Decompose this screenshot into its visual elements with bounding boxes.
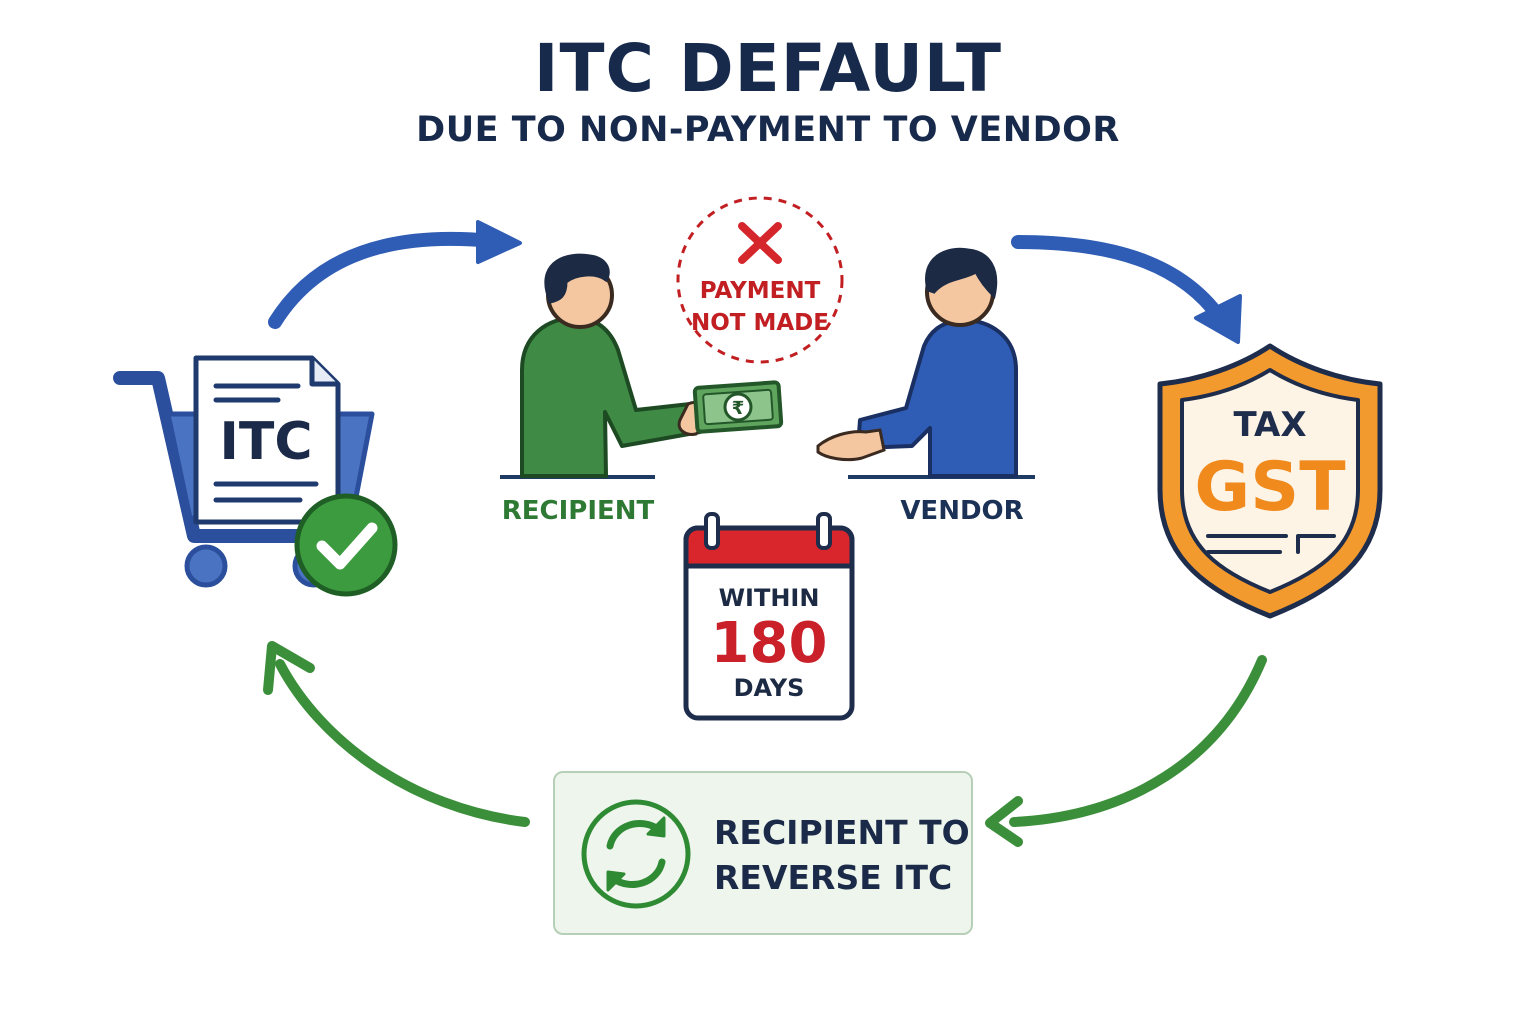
arrow-vendor-to-gst xyxy=(1011,235,1242,344)
recipient-label: RECIPIENT xyxy=(501,496,655,526)
itc-document-label: ITC xyxy=(219,412,313,472)
calendar-prefix: WITHIN xyxy=(718,584,820,612)
payment-status-line2: NOT MADE xyxy=(691,310,829,336)
calendar-number: 180 xyxy=(710,611,828,676)
calendar-icon xyxy=(683,512,855,721)
check-circle-icon xyxy=(294,493,398,597)
vendor-label: VENDOR xyxy=(900,496,1024,526)
arrow-outcome-to-cart xyxy=(263,641,530,827)
shield-tax-label: TAX xyxy=(1233,405,1307,445)
document-icon xyxy=(193,355,341,525)
page-subtitle: DUE TO NON-PAYMENT TO VENDOR xyxy=(416,110,1120,150)
outcome-line2: REVERSE ITC xyxy=(714,858,953,897)
refresh-cycle-icon xyxy=(581,799,691,909)
calendar-unit: DAYS xyxy=(733,674,805,702)
payment-status-badge xyxy=(676,196,844,364)
arrow-gst-to-outcome xyxy=(985,655,1267,847)
recipient-figure xyxy=(500,253,709,479)
outcome-box xyxy=(553,771,973,935)
vendor-figure xyxy=(816,247,1035,479)
cross-icon xyxy=(738,222,782,264)
outcome-line1: RECIPIENT TO xyxy=(714,813,970,852)
payment-status-line1: PAYMENT xyxy=(699,278,821,304)
page-title: ITC DEFAULT xyxy=(533,30,1003,107)
shield-icon xyxy=(1157,343,1383,619)
arrow-cart-to-recipient xyxy=(268,220,522,329)
rupee-banknote-icon: ₹ xyxy=(692,380,784,434)
svg-text:₹: ₹ xyxy=(732,398,745,419)
shield-gst-label: GST xyxy=(1194,448,1346,527)
